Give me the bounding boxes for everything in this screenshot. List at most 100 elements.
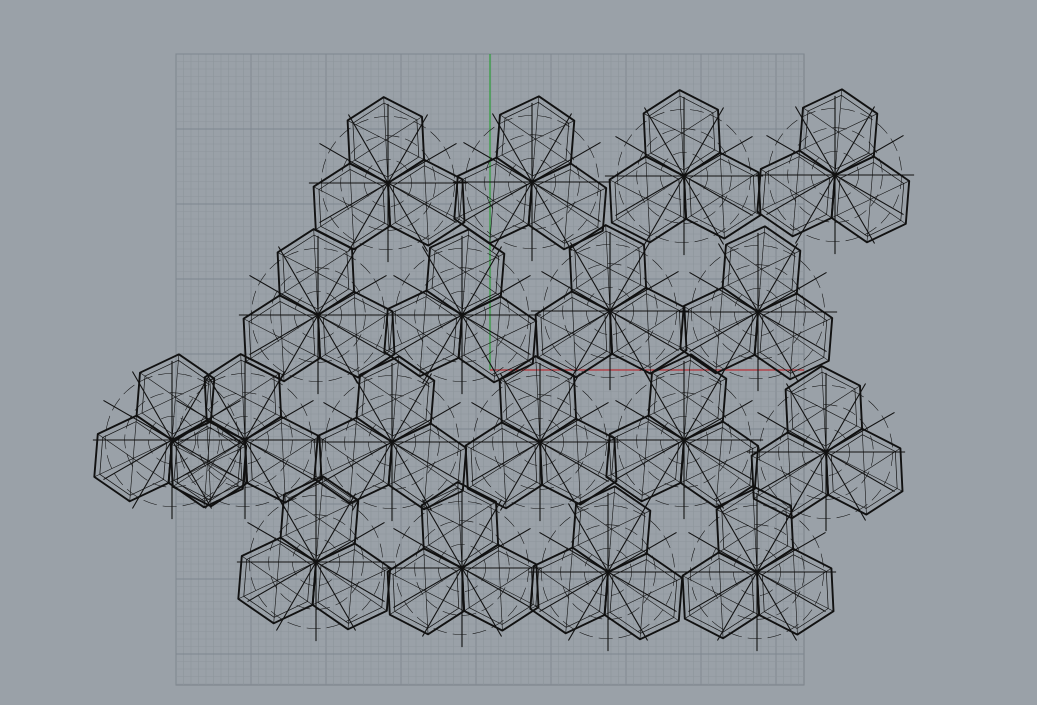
folded-star-unit[interactable] <box>92 353 252 520</box>
petal-fold-line <box>751 455 791 476</box>
radial-crease <box>351 441 393 511</box>
folded-star-unit[interactable] <box>308 96 468 263</box>
petal-fold-line <box>611 330 649 355</box>
petal-fold-line <box>681 132 721 153</box>
petal-fold-line <box>680 464 720 484</box>
petal-fold-line <box>351 567 391 587</box>
radial-crease <box>539 373 581 443</box>
petal-fold-line <box>647 330 651 374</box>
petal-fold-line <box>575 504 612 530</box>
petal-fold-line <box>607 267 647 288</box>
petal-fold-line <box>276 537 281 581</box>
radial-crease <box>393 314 463 356</box>
radial-crease <box>567 503 609 573</box>
radial-crease <box>531 181 573 251</box>
radial-crease <box>615 175 685 217</box>
radial-crease <box>393 567 463 609</box>
folded-star-unit[interactable] <box>382 228 542 395</box>
folded-star-unit[interactable] <box>604 89 764 256</box>
curved-crease <box>340 135 436 231</box>
curved-crease <box>516 418 564 466</box>
folded-star-unit[interactable] <box>452 95 612 262</box>
petal-fold-line <box>388 466 428 486</box>
petal-fold-line <box>245 338 283 362</box>
petal-fold-line <box>644 458 681 484</box>
petal-fold-line <box>383 97 387 141</box>
radial-crease <box>688 571 758 613</box>
petal-fold-line <box>207 421 212 465</box>
petal-fold-line <box>530 590 570 610</box>
radial-crease <box>204 371 246 441</box>
folded-star-unit[interactable] <box>604 353 764 520</box>
petal-fold-line <box>715 330 720 374</box>
star-centre-vertex <box>605 569 611 575</box>
petal-fold-line <box>718 287 723 331</box>
folded-star-unit[interactable] <box>528 485 688 652</box>
star-centre-vertex <box>459 565 465 571</box>
curved-crease <box>691 245 825 379</box>
curved-crease <box>325 375 459 509</box>
folded-star-unit[interactable] <box>460 355 620 522</box>
radial-crease <box>541 310 611 352</box>
radial-crease <box>757 411 827 453</box>
radial-crease <box>275 561 317 631</box>
petal-fold-line <box>752 486 756 530</box>
radial-crease <box>391 441 433 511</box>
petal-fold-line <box>715 464 720 508</box>
folded-star-unit[interactable] <box>678 225 838 392</box>
folded-star-unit[interactable] <box>677 485 837 652</box>
radial-crease <box>391 441 461 483</box>
radial-crease <box>461 499 503 569</box>
folded-star-unit[interactable] <box>236 475 396 642</box>
petal-fold-line <box>606 458 646 478</box>
curved-crease <box>508 158 556 206</box>
petal-fold-line <box>793 293 798 337</box>
curved-crease <box>584 548 632 596</box>
petal-fold-line <box>643 577 683 597</box>
radial-crease <box>539 571 609 613</box>
petal-fold-line <box>467 465 505 489</box>
petal-fold-line <box>754 505 792 530</box>
curved-crease <box>660 152 708 200</box>
radial-crease <box>421 246 463 316</box>
petal-fold-line <box>651 372 688 398</box>
radial-crease <box>351 373 393 443</box>
curved-crease <box>414 267 510 363</box>
radial-crease <box>249 314 319 356</box>
petal-fold-line <box>425 202 429 246</box>
petal-fold-line <box>719 311 759 331</box>
petal-fold-line <box>647 199 687 220</box>
petal-fold-line <box>175 396 212 422</box>
petal-fold-line <box>395 380 435 400</box>
curved-crease <box>321 116 455 250</box>
radial-crease <box>609 310 679 352</box>
star-centre-vertex <box>537 439 543 445</box>
radial-crease <box>531 113 573 183</box>
petal-fold-line <box>175 354 180 398</box>
petal-fold-line <box>389 591 427 615</box>
radial-crease <box>689 311 759 353</box>
folded-star-unit[interactable] <box>746 365 906 532</box>
folded-star-unit[interactable] <box>755 88 915 255</box>
petal-fold-line <box>639 596 644 640</box>
petal-fold-line <box>359 374 396 400</box>
petal-fold-line <box>568 547 573 591</box>
petal-fold-line <box>427 423 432 467</box>
radial-crease <box>607 571 649 641</box>
petal-fold-line <box>611 528 648 554</box>
folded-star-unit[interactable] <box>382 481 542 648</box>
petal-fold-line <box>280 416 284 460</box>
radial-crease <box>323 441 393 483</box>
radial-crease <box>391 401 461 443</box>
curved-crease <box>105 373 239 507</box>
petal-fold-line <box>427 447 467 467</box>
petal-fold-line <box>761 268 798 294</box>
petal-fold-line <box>349 163 353 207</box>
tessellation-model[interactable] <box>92 88 915 652</box>
folded-star-unit[interactable] <box>530 224 690 391</box>
petal-fold-line <box>489 200 494 244</box>
petal-fold-line <box>641 458 646 502</box>
petal-fold-line <box>497 296 502 340</box>
